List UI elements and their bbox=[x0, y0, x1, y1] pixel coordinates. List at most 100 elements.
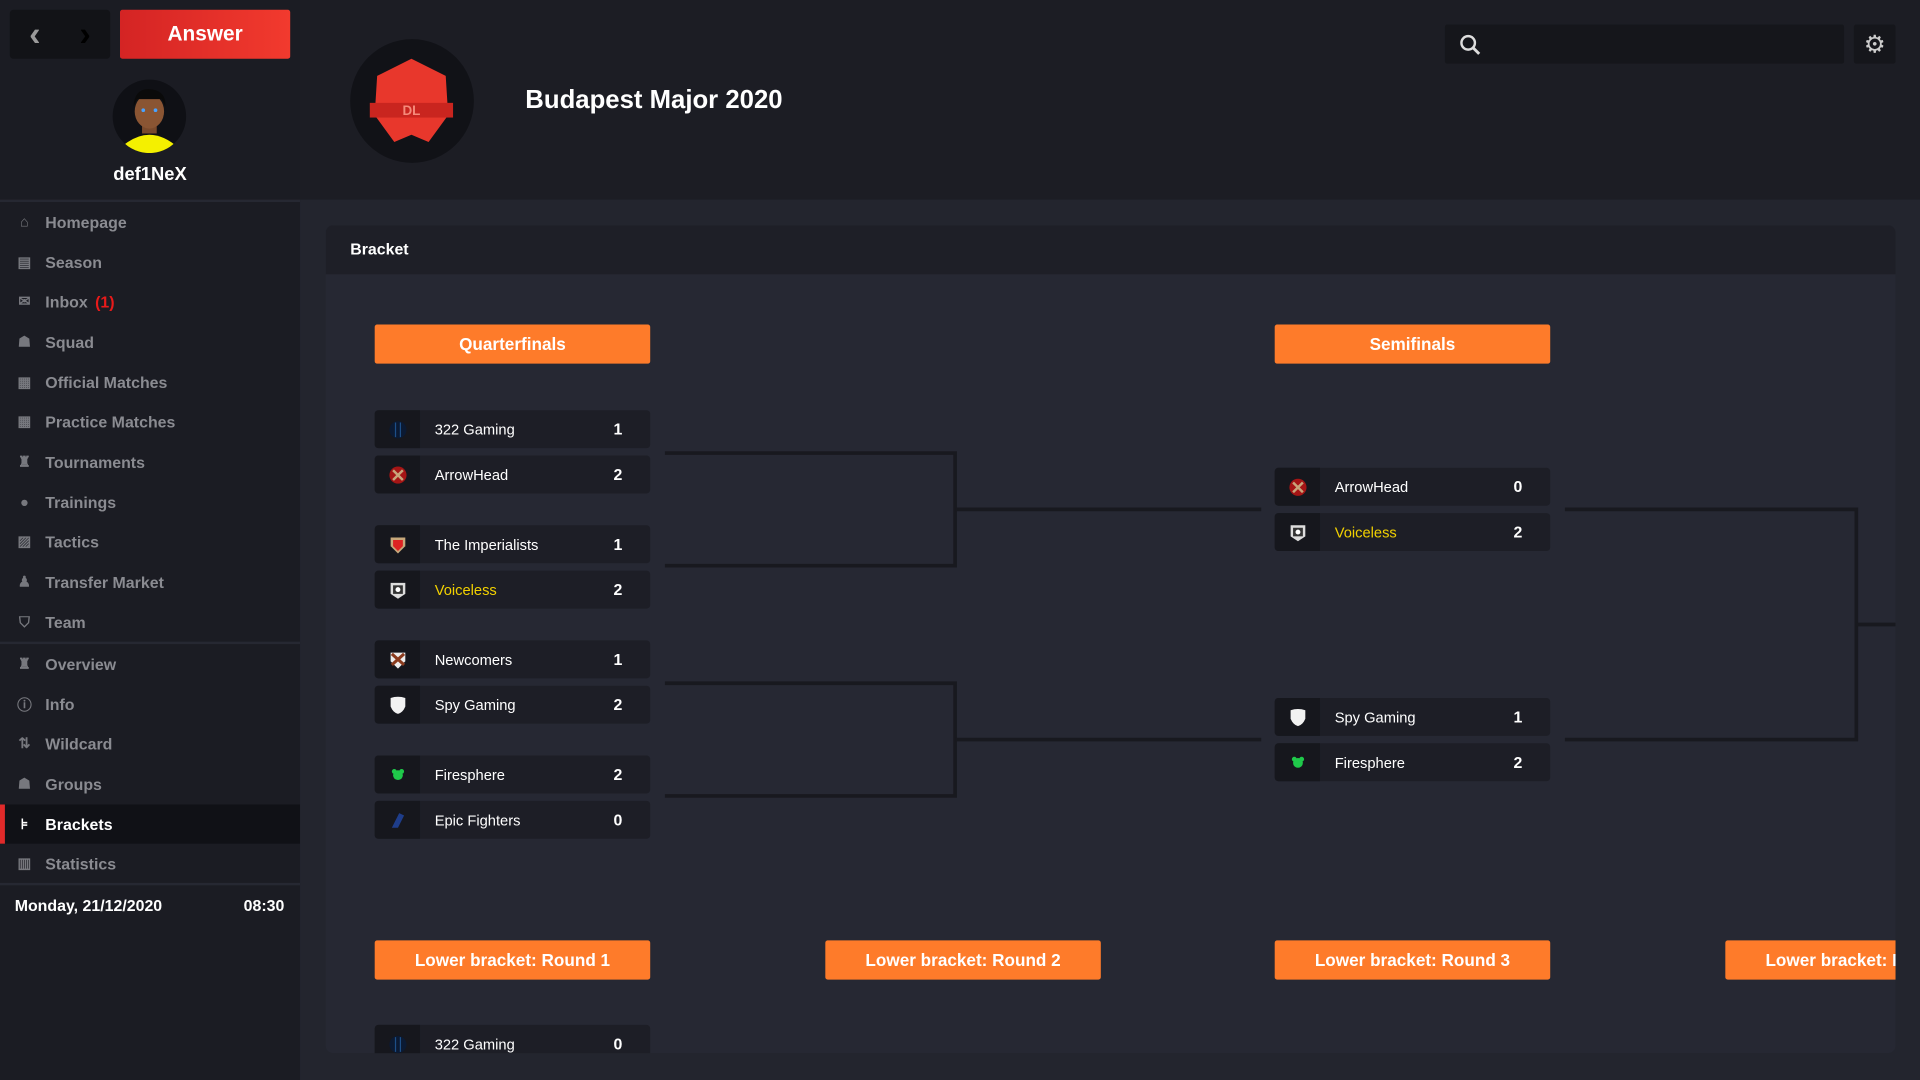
team-name: Newcomers bbox=[434, 650, 513, 668]
sidebar-item-inbox[interactable]: ✉Inbox(1) bbox=[0, 282, 300, 321]
divider bbox=[0, 199, 301, 203]
sidebar-item-brackets[interactable]: ⊧Brackets bbox=[0, 804, 301, 844]
page-title: Budapest Major 2020 bbox=[525, 85, 783, 114]
match-team-row[interactable]: ArrowHead 0 bbox=[1274, 467, 1551, 506]
newcomers-logo-icon bbox=[374, 640, 421, 679]
sidebar-item-label: Statistics bbox=[45, 854, 117, 873]
match-team-row[interactable]: Spy Gaming 1 bbox=[1274, 697, 1551, 736]
team-score: 1 bbox=[613, 420, 623, 439]
settings-button[interactable]: ⚙ bbox=[1853, 24, 1896, 64]
team-score: 0 bbox=[613, 1034, 623, 1054]
calendar-icon: ▦ bbox=[17, 373, 32, 391]
team-score: 1 bbox=[613, 650, 623, 669]
sidebar-item-label: Team bbox=[45, 612, 86, 632]
squad-icon: ☗ bbox=[17, 333, 32, 351]
sidebar-item-label: Practice Matches bbox=[45, 412, 176, 431]
inbox-icon: ✉ bbox=[18, 292, 31, 310]
shield-icon: ⛉ bbox=[18, 612, 31, 631]
team-score: 0 bbox=[1513, 477, 1523, 496]
team-score: 2 bbox=[1513, 753, 1523, 772]
gear-icon: ⚙ bbox=[1863, 31, 1886, 59]
team-name: Spy Gaming bbox=[434, 696, 516, 714]
voiceless-logo-icon bbox=[1274, 513, 1321, 552]
team-name: The Imperialists bbox=[434, 535, 539, 553]
match-team-row[interactable]: Newcomers 1 bbox=[374, 640, 651, 679]
team-score: 2 bbox=[1513, 522, 1523, 542]
sidebar-item-label: Wildcard bbox=[45, 734, 113, 753]
sidebar-item-practice-matches[interactable]: ▦Practice Matches bbox=[0, 402, 300, 441]
sidebar-item-overview[interactable]: ♜Overview bbox=[0, 644, 300, 683]
spy-gaming-logo-icon bbox=[1274, 697, 1321, 736]
answer-button[interactable]: Answer bbox=[120, 9, 291, 59]
team-score: 2 bbox=[613, 695, 623, 714]
panel-title: Bracket bbox=[325, 225, 1896, 275]
current-time: 08:30 bbox=[243, 896, 285, 915]
firesphere-logo-icon bbox=[374, 755, 421, 794]
sidebar-item-team[interactable]: ⛉ Team bbox=[0, 602, 300, 641]
info-icon: ⓘ bbox=[17, 696, 32, 714]
sidebar-item-tournaments[interactable]: ♜ Tournaments bbox=[0, 442, 300, 481]
sidebar-item-official-matches[interactable]: ▦ Official Matches bbox=[0, 362, 300, 401]
sidebar-item-label: Transfer Market bbox=[45, 572, 164, 591]
search-icon bbox=[1460, 34, 1481, 55]
arrowhead-logo-icon bbox=[1274, 467, 1321, 506]
sidebar-item-statistics[interactable]: ▥Statistics bbox=[0, 844, 300, 883]
stage-header-semifinals: Semifinals bbox=[1274, 324, 1551, 364]
search-input[interactable] bbox=[1444, 24, 1845, 64]
sidebar-item-label: Official Matches bbox=[45, 372, 168, 392]
divider bbox=[0, 641, 301, 645]
training-icon: ● bbox=[20, 493, 29, 511]
sidebar-item-groups[interactable]: ☗Groups bbox=[0, 764, 300, 803]
sidebar-item-squad[interactable]: ☗ Squad bbox=[0, 322, 300, 361]
voiceless-logo-icon bbox=[374, 570, 421, 609]
team-score: 2 bbox=[613, 580, 623, 599]
season-icon: ▤ bbox=[17, 253, 32, 271]
sidebar-item-label: Squad bbox=[45, 332, 94, 351]
322-gaming-logo-icon bbox=[374, 410, 421, 449]
sidebar-item-label: Tournaments bbox=[45, 452, 145, 471]
brackets-icon: ⊧ bbox=[20, 815, 29, 833]
tactics-icon: ▨ bbox=[17, 532, 32, 550]
sidebar-item-season[interactable]: ▤Season bbox=[0, 242, 300, 281]
team-score: 1 bbox=[1513, 707, 1523, 727]
sidebar-item-tactics[interactable]: ▨ Tactics bbox=[0, 522, 300, 561]
svg-text:DL: DL bbox=[402, 103, 420, 118]
arrowhead-logo-icon bbox=[374, 455, 421, 494]
stage-header-lower-round-4: Lower bracket: Round 4 bbox=[1725, 940, 1896, 980]
trophy-icon: ♜ bbox=[17, 655, 32, 673]
team-name: ArrowHead bbox=[1334, 478, 1409, 496]
unread-badge: (1) bbox=[95, 292, 115, 311]
forward-button[interactable]: › bbox=[79, 14, 91, 53]
team-name: Spy Gaming bbox=[1334, 708, 1416, 726]
sidebar-item-trainings[interactable]: ●Trainings bbox=[0, 482, 300, 521]
tournament-logo: DL bbox=[350, 39, 474, 163]
sidebar-item-homepage[interactable]: ⌂ Homepage bbox=[0, 202, 300, 241]
bracket-panel: Bracket Quarterfinals Semifinals Lower b… bbox=[325, 225, 1896, 1054]
bracket-connectors bbox=[664, 451, 1896, 798]
stage-header-lower-round-2: Lower bracket: Round 2 bbox=[825, 940, 1101, 980]
team-name: 322 Gaming bbox=[434, 420, 515, 438]
avatar[interactable] bbox=[112, 79, 187, 154]
sidebar-item-label: Homepage bbox=[45, 212, 127, 231]
back-button[interactable]: ‹ bbox=[29, 14, 41, 53]
spy-gaming-logo-icon bbox=[374, 685, 421, 724]
match-team-row[interactable]: 322 Gaming 1 bbox=[374, 410, 651, 449]
sidebar-item-label: Tactics bbox=[45, 532, 99, 551]
match-team-row[interactable]: Spy Gaming 2 bbox=[374, 685, 651, 724]
home-icon: ⌂ bbox=[20, 213, 29, 231]
the-imperialists-logo-icon bbox=[374, 525, 421, 564]
sidebar-item-wildcard[interactable]: ⇅Wildcard bbox=[0, 724, 300, 763]
trophy-icon: ♜ bbox=[17, 453, 32, 471]
team-score: 2 bbox=[613, 465, 623, 484]
sidebar-item-transfer-market[interactable]: ♟Transfer Market bbox=[0, 562, 300, 601]
sidebar: ‹ › Answer def1NeX ⌂Homepage▤Season✉Inbo… bbox=[0, 0, 301, 1080]
